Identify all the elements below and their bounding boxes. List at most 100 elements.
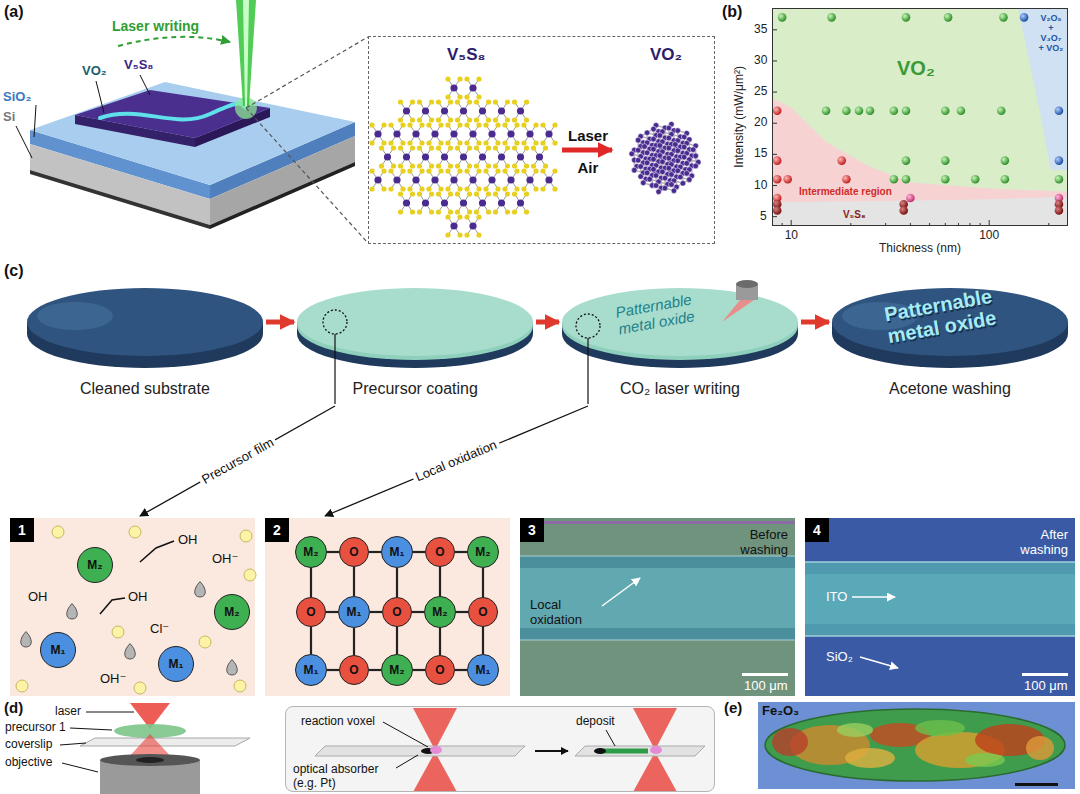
chemical-bond [310, 627, 312, 654]
node-text: After washing [1000, 528, 1068, 558]
micrograph-band [805, 562, 1075, 636]
micrograph [520, 518, 795, 696]
axis-tick-label: 20 [754, 116, 767, 130]
zoom-line [246, 108, 368, 243]
vanadium-atom [629, 151, 635, 157]
chemical-bond [412, 611, 424, 613]
wafer-surface [27, 288, 263, 356]
sulfur-atom [417, 163, 422, 168]
sulfur-atom [400, 186, 405, 191]
micrograph [758, 702, 1075, 789]
data-point [906, 194, 915, 203]
chemical-bond [439, 567, 441, 596]
node-text: VO₂ [897, 57, 935, 80]
sulfur-atom [419, 168, 424, 173]
sulfur-atom [514, 168, 519, 173]
data-point [837, 156, 846, 165]
sulfur-atom [505, 191, 510, 196]
sulfur-atom [476, 76, 481, 81]
sulfur-atom [483, 168, 488, 173]
vanadium-atom [657, 133, 663, 139]
fe2o3-texture [772, 728, 808, 756]
vanadium-atom [403, 199, 410, 206]
atom-circle: M₁ [467, 654, 499, 686]
sulfur-atom [407, 186, 412, 191]
sulfur-atom [426, 140, 431, 145]
vanadium-atom [662, 175, 668, 181]
vanadium-atom [675, 128, 681, 134]
vanadium-atom [441, 199, 448, 206]
atom-label: M₂ [87, 559, 102, 571]
leader-line [383, 722, 428, 747]
inset-box: reaction voxeloptical absorber (e.g. Pt)… [285, 706, 715, 792]
atom-circle: O [382, 597, 412, 627]
sulfur-atom [512, 209, 517, 214]
node-text: VO₂ [650, 45, 682, 65]
label-text: Intensity (mW/μm²) [733, 66, 747, 168]
sulfur-atom [445, 186, 450, 191]
vanadium-atom [644, 130, 650, 136]
vanadium-atom [431, 176, 438, 183]
sulfur-atom [457, 186, 462, 191]
sulfur-atom [436, 163, 441, 168]
micrograph [805, 518, 1075, 696]
sulfur-atom [429, 145, 434, 150]
data-point [1001, 156, 1010, 165]
leader-line [16, 126, 32, 158]
node-text: Precursor coating [353, 380, 478, 398]
sulfur-atom [493, 209, 498, 214]
leader-line [606, 730, 615, 746]
sulfur-atom [436, 209, 441, 214]
vanadium-atom [651, 136, 657, 142]
vanadium-atom [681, 154, 687, 160]
node-text: Cleaned substrate [80, 380, 210, 398]
process-step: Precursor coating [297, 284, 533, 404]
vanadium-atom [422, 199, 429, 206]
atom-label: M₁ [304, 664, 319, 676]
node-text: Intermediate region [799, 186, 892, 198]
sulfur-atom [417, 209, 422, 214]
chemical-bond [327, 669, 339, 671]
data-point [866, 106, 875, 115]
atom-circle: M₂ [295, 536, 327, 568]
sio2-surface [30, 82, 355, 185]
sulfur-atom [379, 145, 384, 150]
fe2o3-texture [965, 753, 1005, 767]
sulfur-atom [388, 168, 393, 173]
vanadium-atom [651, 166, 657, 172]
sulfur-atom [495, 186, 500, 191]
sulfur-atom [391, 163, 396, 168]
micrograph-band [520, 568, 795, 628]
sulfur-atom [398, 145, 403, 150]
chemical-bond [456, 611, 468, 613]
label-text: V₅S₈ [124, 58, 153, 73]
sulfur-atom [512, 191, 517, 196]
node-text: V₅S₈ [843, 209, 866, 221]
sulfur-atom [436, 117, 441, 122]
laser-head [736, 280, 758, 288]
sulfur-atom [486, 145, 491, 150]
vanadium-atom [635, 157, 641, 163]
writing-direction-arrow [118, 37, 230, 46]
vanadium-atom [672, 142, 678, 148]
sulfur-atom [398, 117, 403, 122]
sulfur-atom [483, 186, 488, 191]
vanadium-atom [666, 165, 672, 171]
vanadium-atom [517, 153, 524, 160]
micrograph-band [520, 556, 795, 640]
sulfur-atom [426, 122, 431, 127]
sulfur-atom [474, 163, 479, 168]
sulfur-atom [438, 168, 443, 173]
vanadium-atom [488, 176, 495, 183]
sulfur-atom [524, 163, 529, 168]
sulfur-atom [436, 191, 441, 196]
reaction-voxel [430, 746, 442, 754]
leader-line [70, 728, 112, 730]
axis-tick-label: 10 [754, 179, 767, 193]
solvent-drop [227, 660, 238, 675]
data-point [941, 175, 950, 184]
laser-cone [633, 708, 677, 750]
vanadium-atom [479, 199, 486, 206]
pointer-arrow [860, 657, 898, 668]
vanadium-atom [690, 147, 696, 153]
